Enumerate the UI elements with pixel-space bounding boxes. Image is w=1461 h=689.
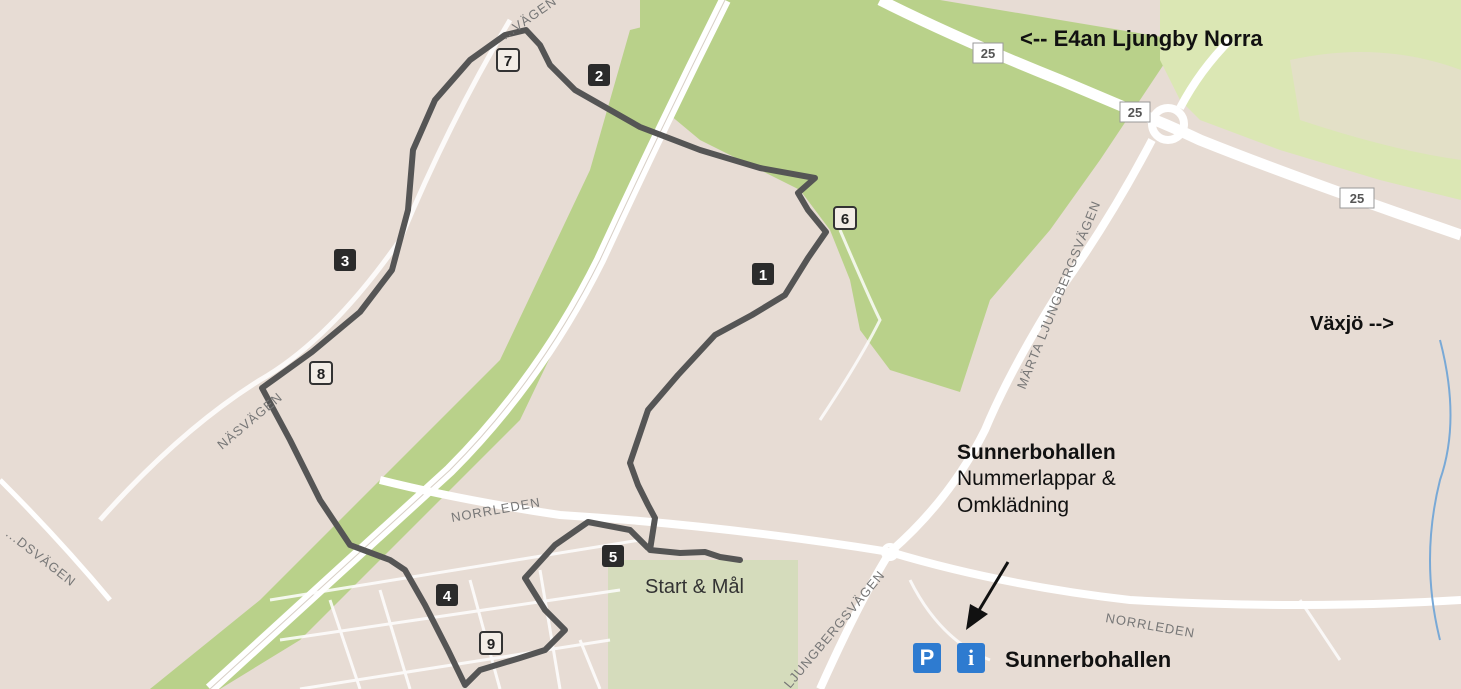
km-marker-5: 5 — [602, 545, 624, 567]
svg-text:25: 25 — [1350, 191, 1364, 206]
direction-e4an: <-- E4an Ljungby Norra — [1020, 26, 1263, 51]
svg-text:4: 4 — [443, 588, 452, 605]
svg-text:25: 25 — [981, 46, 995, 61]
svg-text:3: 3 — [341, 253, 349, 270]
venue-name: Sunnerbohallen — [957, 441, 1116, 464]
venue-line2: Omklädning — [957, 493, 1070, 517]
route-shield-3: 25 — [1339, 187, 1375, 209]
start-field — [608, 560, 798, 689]
km-marker-7: 7 — [496, 48, 520, 72]
svg-text:5: 5 — [609, 549, 617, 566]
arrow-pointer — [966, 561, 1010, 630]
park-area — [640, 0, 1180, 392]
norrleden-road — [379, 476, 1461, 609]
running-route — [259, 27, 829, 688]
km-marker-8: 8 — [309, 361, 333, 385]
route-shield-1: 25 — [972, 42, 1004, 64]
venue-annotation: Sunnerbohallen Nummerlappar & Omklädning — [957, 440, 1116, 519]
nasvagen-road — [98, 18, 513, 522]
km-marker-4: 4 — [436, 584, 458, 606]
km-marker-2: 2 — [588, 64, 610, 86]
svg-text:6: 6 — [841, 211, 849, 228]
green-strip — [150, 10, 710, 689]
marta-road — [816, 138, 1156, 689]
venue-bottom-label: Sunnerbohallen — [1005, 647, 1172, 672]
route-shield-2: 25 — [1119, 101, 1151, 123]
km-marker-6: 6 — [833, 206, 857, 230]
km-marker-3: 3 — [334, 249, 356, 271]
svg-text:8: 8 — [317, 366, 325, 383]
km-marker-9: 9 — [479, 631, 503, 655]
svg-text:7: 7 — [504, 53, 512, 70]
venue-line1: Nummerlappar & — [957, 467, 1116, 491]
svg-text:9: 9 — [487, 636, 495, 653]
roundabout — [1148, 104, 1188, 144]
parking-icon: P — [913, 643, 941, 673]
km-marker-1: 1 — [752, 263, 774, 285]
svg-text:25: 25 — [1128, 105, 1142, 120]
svg-text:2: 2 — [595, 68, 603, 85]
light-park-patch — [1290, 52, 1461, 160]
start-finish-label: Start & Mål — [645, 576, 744, 598]
svg-text:1: 1 — [759, 267, 767, 284]
direction-vaxjo: Växjö --> — [1310, 313, 1394, 335]
info-icon: i — [957, 643, 985, 673]
